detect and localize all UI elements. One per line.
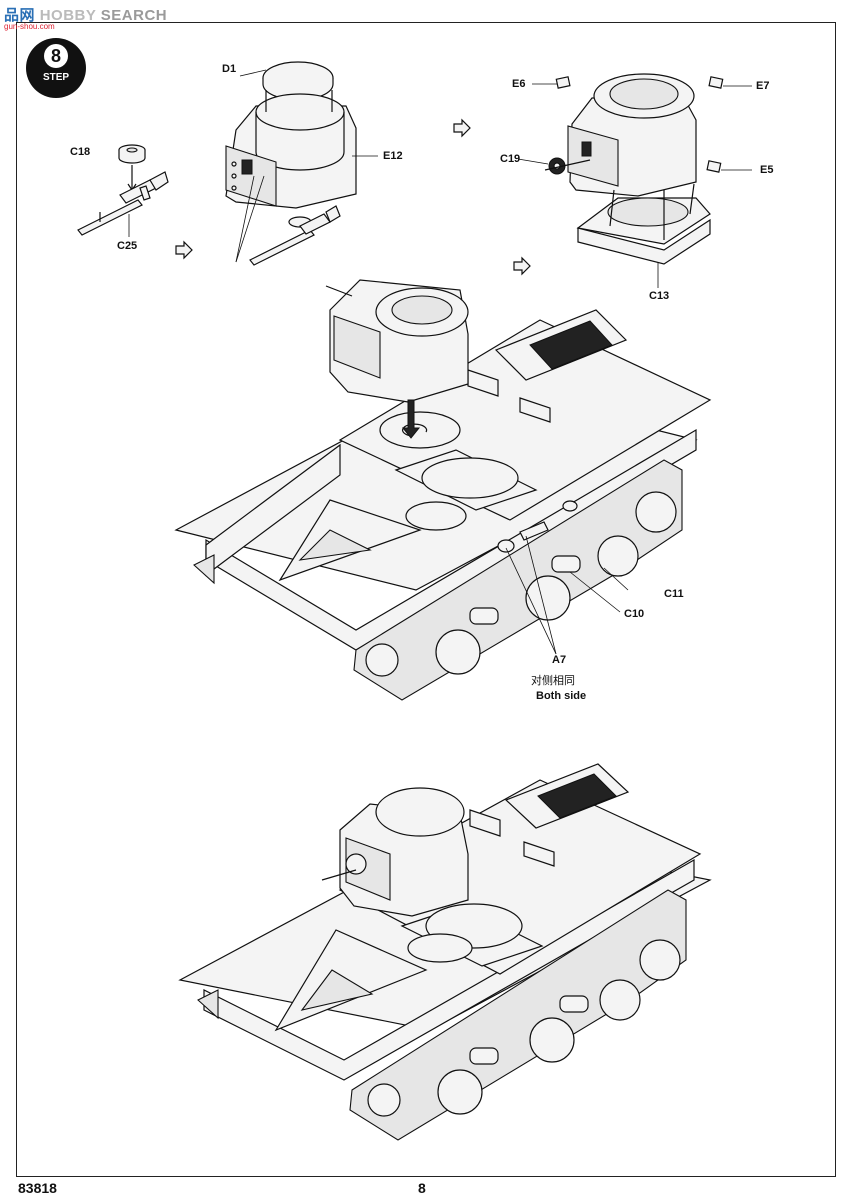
part-label-d1: D1 — [222, 63, 237, 75]
page-frame — [16, 22, 836, 1177]
note-chinese: 对侧相同 — [531, 675, 575, 687]
machine-gun-icon — [249, 205, 341, 266]
part-label-c10: C10 — [624, 608, 645, 620]
tank-assembled-icon — [178, 763, 712, 1081]
machine-gun-c25-icon — [77, 144, 169, 236]
turret-c13-icon — [544, 73, 724, 265]
tank-hull-exploded-icon — [174, 309, 712, 651]
watermark: 品网 HOBBY SEARCH — [4, 4, 167, 25]
watermark-url: gun-shou.com — [4, 22, 55, 31]
step-arrow-icon — [513, 256, 531, 276]
part-label-c13: C13 — [649, 290, 670, 302]
kit-number: 83818 — [18, 1180, 57, 1196]
turret-on-tank-icon — [325, 279, 469, 439]
part-label-e6: E6 — [512, 78, 526, 90]
part-label-e7: E7 — [756, 80, 770, 92]
step-label: STEP — [42, 72, 70, 83]
tank-assembled-track-icon — [197, 889, 687, 1141]
turret-e12-icon — [225, 61, 357, 209]
part-label-c25: C25 — [117, 240, 138, 252]
tank-track-icon — [193, 459, 683, 701]
part-label-a7: A7 — [552, 654, 567, 666]
watermark-search: SEARCH — [100, 7, 168, 24]
part-label-c19: C19 — [500, 153, 521, 165]
part-label-c11: C11 — [664, 588, 684, 600]
step-arrow-icon — [175, 240, 193, 260]
note-english: Both side — [536, 690, 587, 702]
part-label-e12: E12 — [383, 150, 403, 162]
step-badge: 8 STEP — [26, 38, 86, 98]
step-arrow-icon — [453, 118, 471, 138]
watermark-hobby: HOBBY — [39, 7, 97, 24]
part-label-e5: E5 — [760, 164, 774, 176]
watermark-logo: 品网 — [4, 7, 36, 24]
page-number: 8 — [418, 1180, 426, 1196]
step-number: 8 — [44, 44, 68, 68]
part-label-c18: C18 — [70, 146, 91, 158]
